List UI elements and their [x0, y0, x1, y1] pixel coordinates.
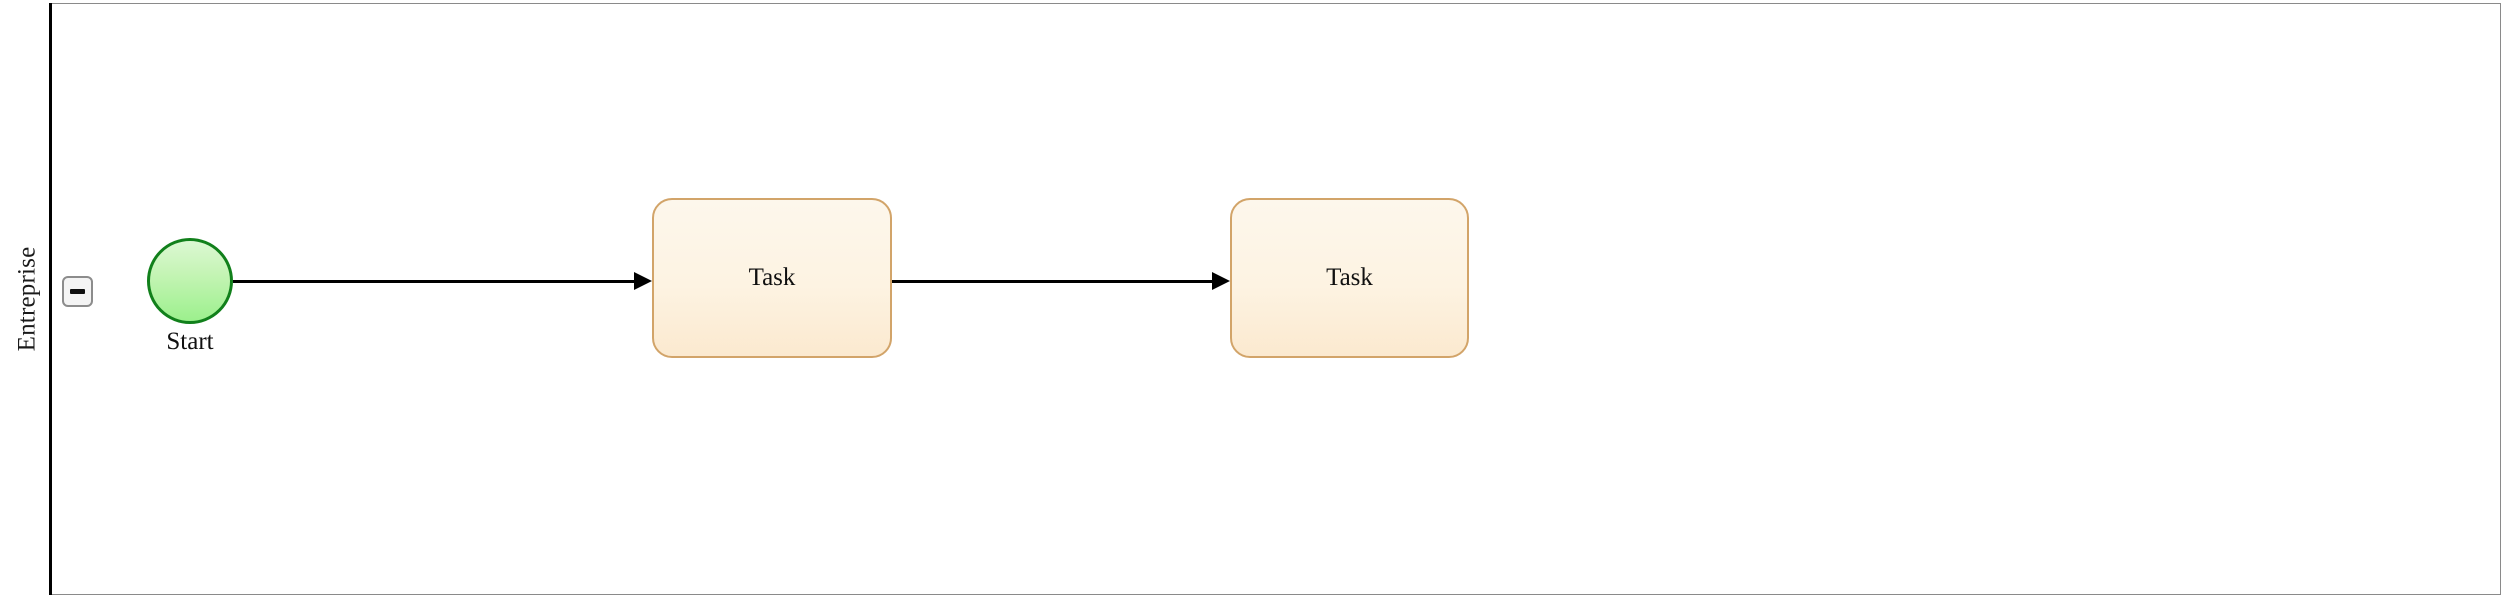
start-event-label: Start — [166, 328, 214, 355]
lane-label-text: Entreprise — [13, 246, 41, 352]
sequence-flow-1-arrowhead-icon — [634, 272, 652, 290]
task-node-2[interactable]: Task — [1230, 198, 1469, 358]
task-node-1[interactable]: Task — [652, 198, 892, 358]
sequence-flow-2-arrowhead-icon — [1212, 272, 1230, 290]
collapse-lane-button[interactable] — [62, 276, 93, 307]
task-node-1-label: Task — [748, 264, 796, 291]
lane-header[interactable]: Entreprise — [3, 3, 52, 595]
lane-label: Entreprise — [3, 3, 52, 595]
minus-icon — [70, 289, 85, 294]
sequence-flow-2-line[interactable] — [892, 280, 1215, 283]
start-event-circle[interactable] — [147, 238, 233, 324]
task-node-2-label: Task — [1326, 264, 1373, 291]
sequence-flow-1-line[interactable] — [233, 280, 637, 283]
